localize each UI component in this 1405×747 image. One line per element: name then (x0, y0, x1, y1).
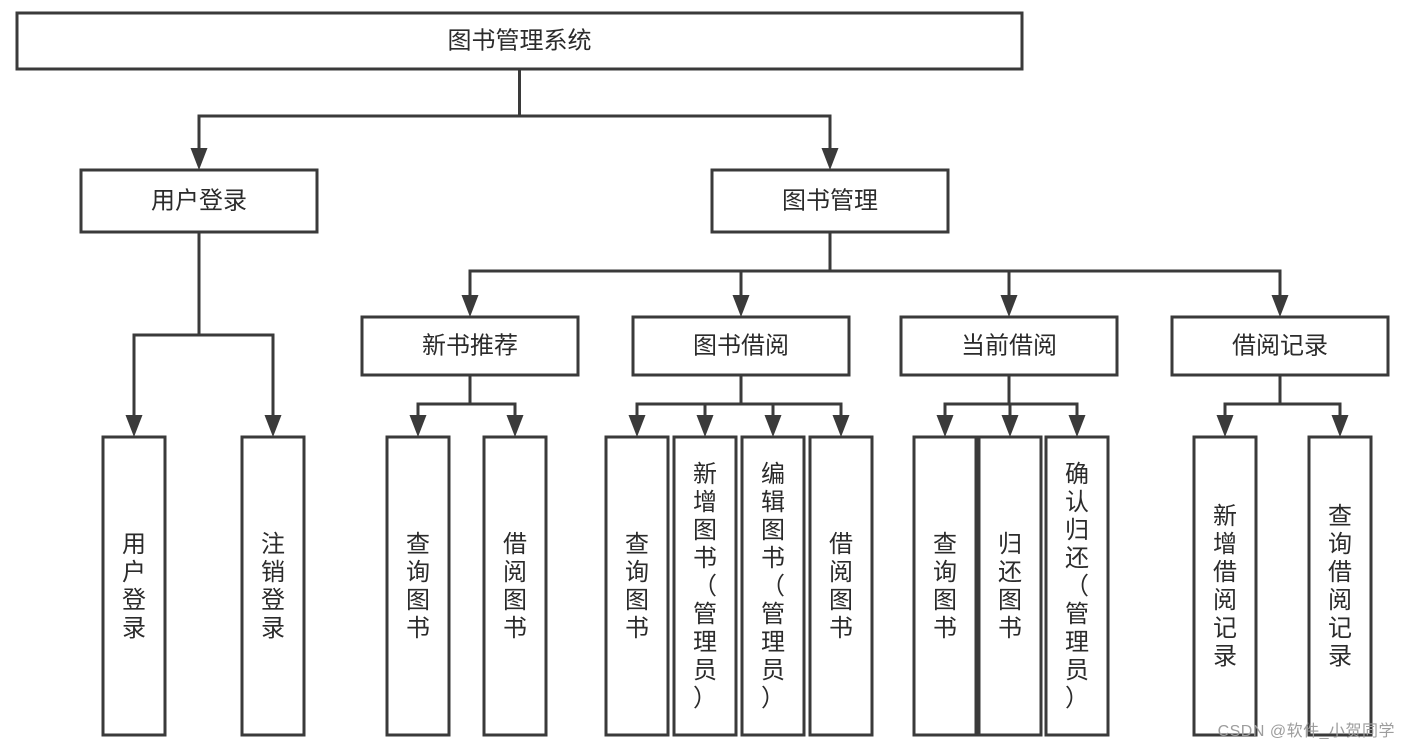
node-box[interactable] (240, 435, 306, 737)
node-label: 借阅图书 (829, 531, 853, 642)
node-layer: 图书管理系统用户登录图书管理新书推荐图书借阅当前借阅借阅记录用户登录注销登录查询… (15, 11, 1390, 737)
node-n-user-login[interactable]: 用户登录 (79, 168, 319, 234)
node-box[interactable] (482, 435, 548, 737)
node-box[interactable] (1044, 435, 1110, 737)
node-n-new-book-rec[interactable]: 新书推荐 (360, 315, 580, 377)
node-l-cb-return-book[interactable]: 归还图书 (977, 435, 1043, 737)
connector-group (936, 373, 1086, 437)
node-n-current-borrow[interactable]: 当前借阅 (899, 315, 1119, 377)
watermark-text: CSDN @软件_小贺同学 (1217, 723, 1395, 740)
node-box[interactable] (1307, 435, 1373, 737)
node-label: 用户登录 (122, 531, 146, 642)
connector-layer (125, 67, 1349, 437)
node-label: 图书借阅 (693, 332, 789, 359)
connector-group (125, 230, 282, 437)
node-label: 新增借阅记录 (1213, 503, 1237, 670)
node-label: 借阅记录 (1232, 332, 1328, 359)
connector-group (628, 373, 850, 437)
node-l-br-add-record[interactable]: 新增借阅记录 (1192, 435, 1258, 737)
node-box[interactable] (79, 168, 319, 234)
node-box[interactable] (1192, 435, 1258, 737)
node-label: 查询借阅记录 (1328, 503, 1352, 670)
node-l-br-query-record[interactable]: 查询借阅记录 (1307, 435, 1373, 737)
node-box[interactable] (1170, 315, 1390, 377)
node-l-bb-borrow-book[interactable]: 借阅图书 (808, 435, 874, 737)
node-label: 查询图书 (406, 531, 430, 642)
node-l-cb-query-book[interactable]: 查询图书 (912, 435, 978, 737)
connector-group (409, 373, 524, 437)
connector-group (461, 230, 1289, 317)
node-n-borrow-record[interactable]: 借阅记录 (1170, 315, 1390, 377)
node-n-book-borrow[interactable]: 图书借阅 (631, 315, 851, 377)
node-box[interactable] (710, 168, 950, 234)
node-l-rec-query-book[interactable]: 查询图书 (385, 435, 451, 737)
node-l-bb-edit-book[interactable]: 编辑图书（管理员） (740, 435, 806, 737)
node-l-rec-borrow-book[interactable]: 借阅图书 (482, 435, 548, 737)
node-box[interactable] (912, 435, 978, 737)
node-l-bb-query-book[interactable]: 查询图书 (604, 435, 670, 737)
node-box[interactable] (672, 435, 738, 737)
connector-group (1216, 373, 1349, 437)
node-box[interactable] (360, 315, 580, 377)
node-l-bb-add-book[interactable]: 新增图书（管理员） (672, 435, 738, 737)
node-box[interactable] (101, 435, 167, 737)
node-label: 新书推荐 (422, 332, 518, 359)
node-label: 查询图书 (625, 531, 649, 642)
connector-group (190, 67, 839, 170)
node-box[interactable] (385, 435, 451, 737)
node-box[interactable] (977, 435, 1043, 737)
node-l-user-login[interactable]: 用户登录 (101, 435, 167, 737)
node-label: 查询图书 (933, 531, 957, 642)
node-label: 归还图书 (998, 531, 1022, 642)
node-label: 图书管理 (782, 187, 878, 214)
node-box[interactable] (899, 315, 1119, 377)
node-box[interactable] (604, 435, 670, 737)
node-label: 编辑图书（管理员） (761, 461, 785, 712)
node-label: 图书管理系统 (448, 27, 592, 54)
node-label: 借阅图书 (503, 531, 527, 642)
node-box[interactable] (740, 435, 806, 737)
node-box[interactable] (15, 11, 1024, 71)
node-n-book-mgmt[interactable]: 图书管理 (710, 168, 950, 234)
node-box[interactable] (631, 315, 851, 377)
node-root[interactable]: 图书管理系统 (15, 11, 1024, 71)
node-label: 用户登录 (151, 187, 247, 214)
node-label: 新增图书（管理员） (693, 461, 717, 712)
node-label: 当前借阅 (961, 332, 1057, 359)
node-label: 确认归还（管理员） (1065, 461, 1089, 712)
node-l-cb-confirm-return[interactable]: 确认归还（管理员） (1044, 435, 1110, 737)
node-l-user-logout[interactable]: 注销登录 (240, 435, 306, 737)
node-box[interactable] (808, 435, 874, 737)
node-label: 注销登录 (261, 531, 285, 642)
